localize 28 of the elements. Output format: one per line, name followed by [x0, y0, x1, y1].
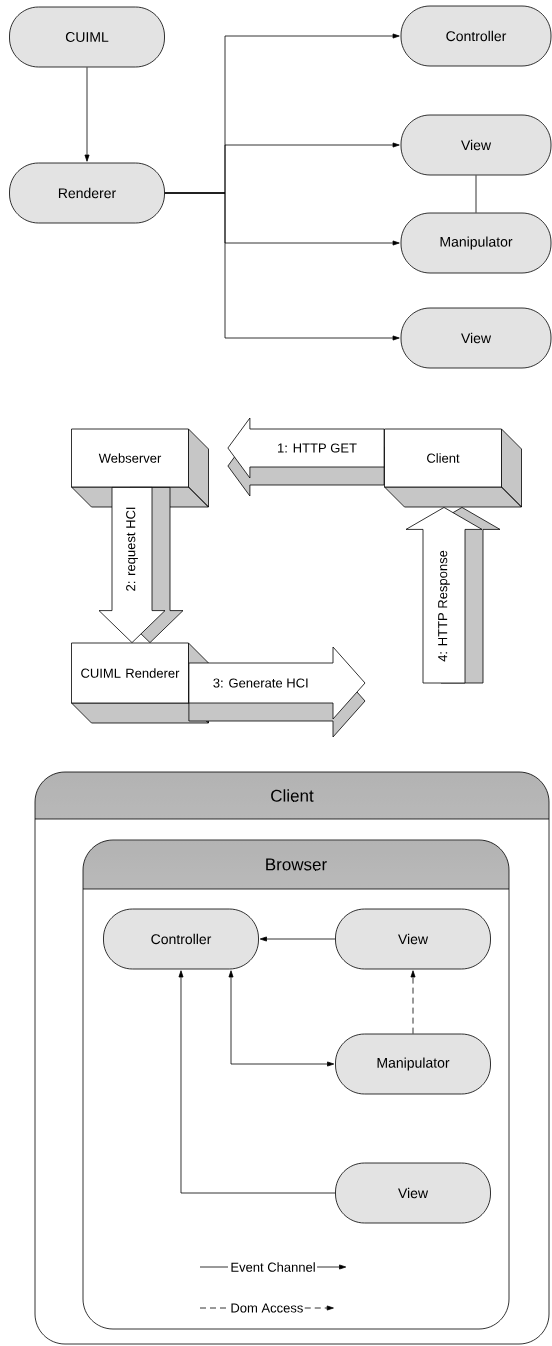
block: Client: [384, 428, 522, 508]
arrow: [259, 936, 336, 942]
process-box: View: [400, 114, 552, 176]
arrow: [164, 192, 400, 341]
block-arrow: [227, 417, 385, 497]
arrow: [410, 970, 416, 1034]
process-box: View: [400, 307, 552, 369]
process-box: Controller: [103, 908, 259, 970]
process-box: Manipulator: [400, 212, 552, 274]
process-box: CUIML: [9, 6, 165, 68]
process-box: Renderer: [9, 162, 165, 224]
edge-label: 4: HTTP Response: [438, 550, 450, 662]
block-arrow: [98, 487, 184, 643]
legend-item: Dom Access: [199, 1303, 334, 1313]
connector-line: [475, 175, 477, 213]
process-box: View: [335, 1162, 491, 1224]
process-box: Manipulator: [335, 1033, 491, 1095]
edge-label: 1: HTTP GET: [278, 443, 357, 453]
process-box: Controller: [400, 5, 552, 67]
block-arrow: [405, 507, 501, 684]
process-box: View: [335, 908, 491, 970]
arrow: [84, 67, 90, 162]
edge-label: 2: request HCI: [126, 507, 138, 591]
arrow: [228, 970, 335, 1067]
arrow: [178, 970, 336, 1194]
block-arrow: [188, 646, 366, 738]
edge-label: 3: Generate HCI: [213, 678, 308, 688]
legend-item: Event Channel: [199, 1262, 347, 1272]
